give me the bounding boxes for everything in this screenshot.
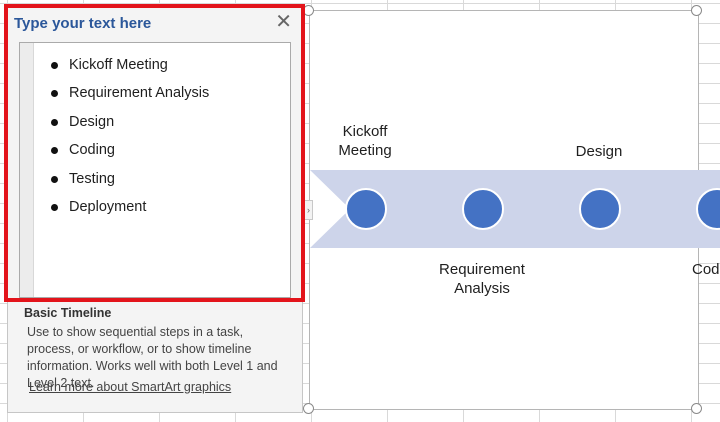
list-item[interactable]: Design: [20, 108, 209, 136]
layout-name: Basic Timeline: [24, 306, 112, 320]
list-item[interactable]: Kickoff Meeting: [20, 51, 209, 79]
text-editor[interactable]: Kickoff Meeting Requirement Analysis Des…: [19, 42, 291, 298]
label-line: Cod: [692, 261, 720, 278]
close-icon[interactable]: ✕: [275, 11, 292, 33]
pane-title: Type your text here: [14, 15, 152, 32]
timeline-node-2[interactable]: [462, 188, 504, 230]
smartart-canvas[interactable]: Kickoff Meeting Design Requirement Analy…: [300, 0, 720, 422]
list-item[interactable]: Deployment: [20, 193, 209, 221]
label-line: Meeting: [338, 142, 392, 159]
timeline-label-coding[interactable]: Cod: [692, 260, 720, 279]
list-item[interactable]: Requirement Analysis: [20, 79, 209, 107]
resize-handle-top-right[interactable]: [691, 5, 702, 16]
resize-handle-bottom-right[interactable]: [691, 403, 702, 414]
timeline-node-1[interactable]: [345, 188, 387, 230]
text-pane-toggle[interactable]: ›: [304, 200, 313, 220]
resize-handle-bottom-left[interactable]: [303, 403, 314, 414]
label-line: Analysis: [454, 280, 510, 297]
label-line: Kickoff: [342, 123, 388, 140]
learn-more-link[interactable]: Learn more about SmartArt graphics: [29, 380, 232, 394]
smartart-text-pane: Type your text here ✕ Kickoff Meeting Re…: [7, 5, 303, 413]
list-item[interactable]: Coding: [20, 136, 209, 164]
timeline-node-3[interactable]: [579, 188, 621, 230]
layout-description: Use to show sequential steps in a task, …: [27, 325, 278, 390]
list-item[interactable]: Testing: [20, 165, 209, 193]
timeline-label-requirement[interactable]: Requirement Analysis: [427, 260, 537, 298]
chevron-right-icon: ›: [307, 205, 310, 215]
timeline-label-kickoff[interactable]: Kickoff Meeting: [310, 122, 420, 160]
timeline-label-design[interactable]: Design: [544, 142, 654, 161]
label-line: Design: [575, 143, 623, 160]
label-line: Requirement: [439, 261, 525, 278]
editor-gutter: [20, 43, 34, 297]
bullet-list: Kickoff Meeting Requirement Analysis Des…: [20, 51, 209, 221]
